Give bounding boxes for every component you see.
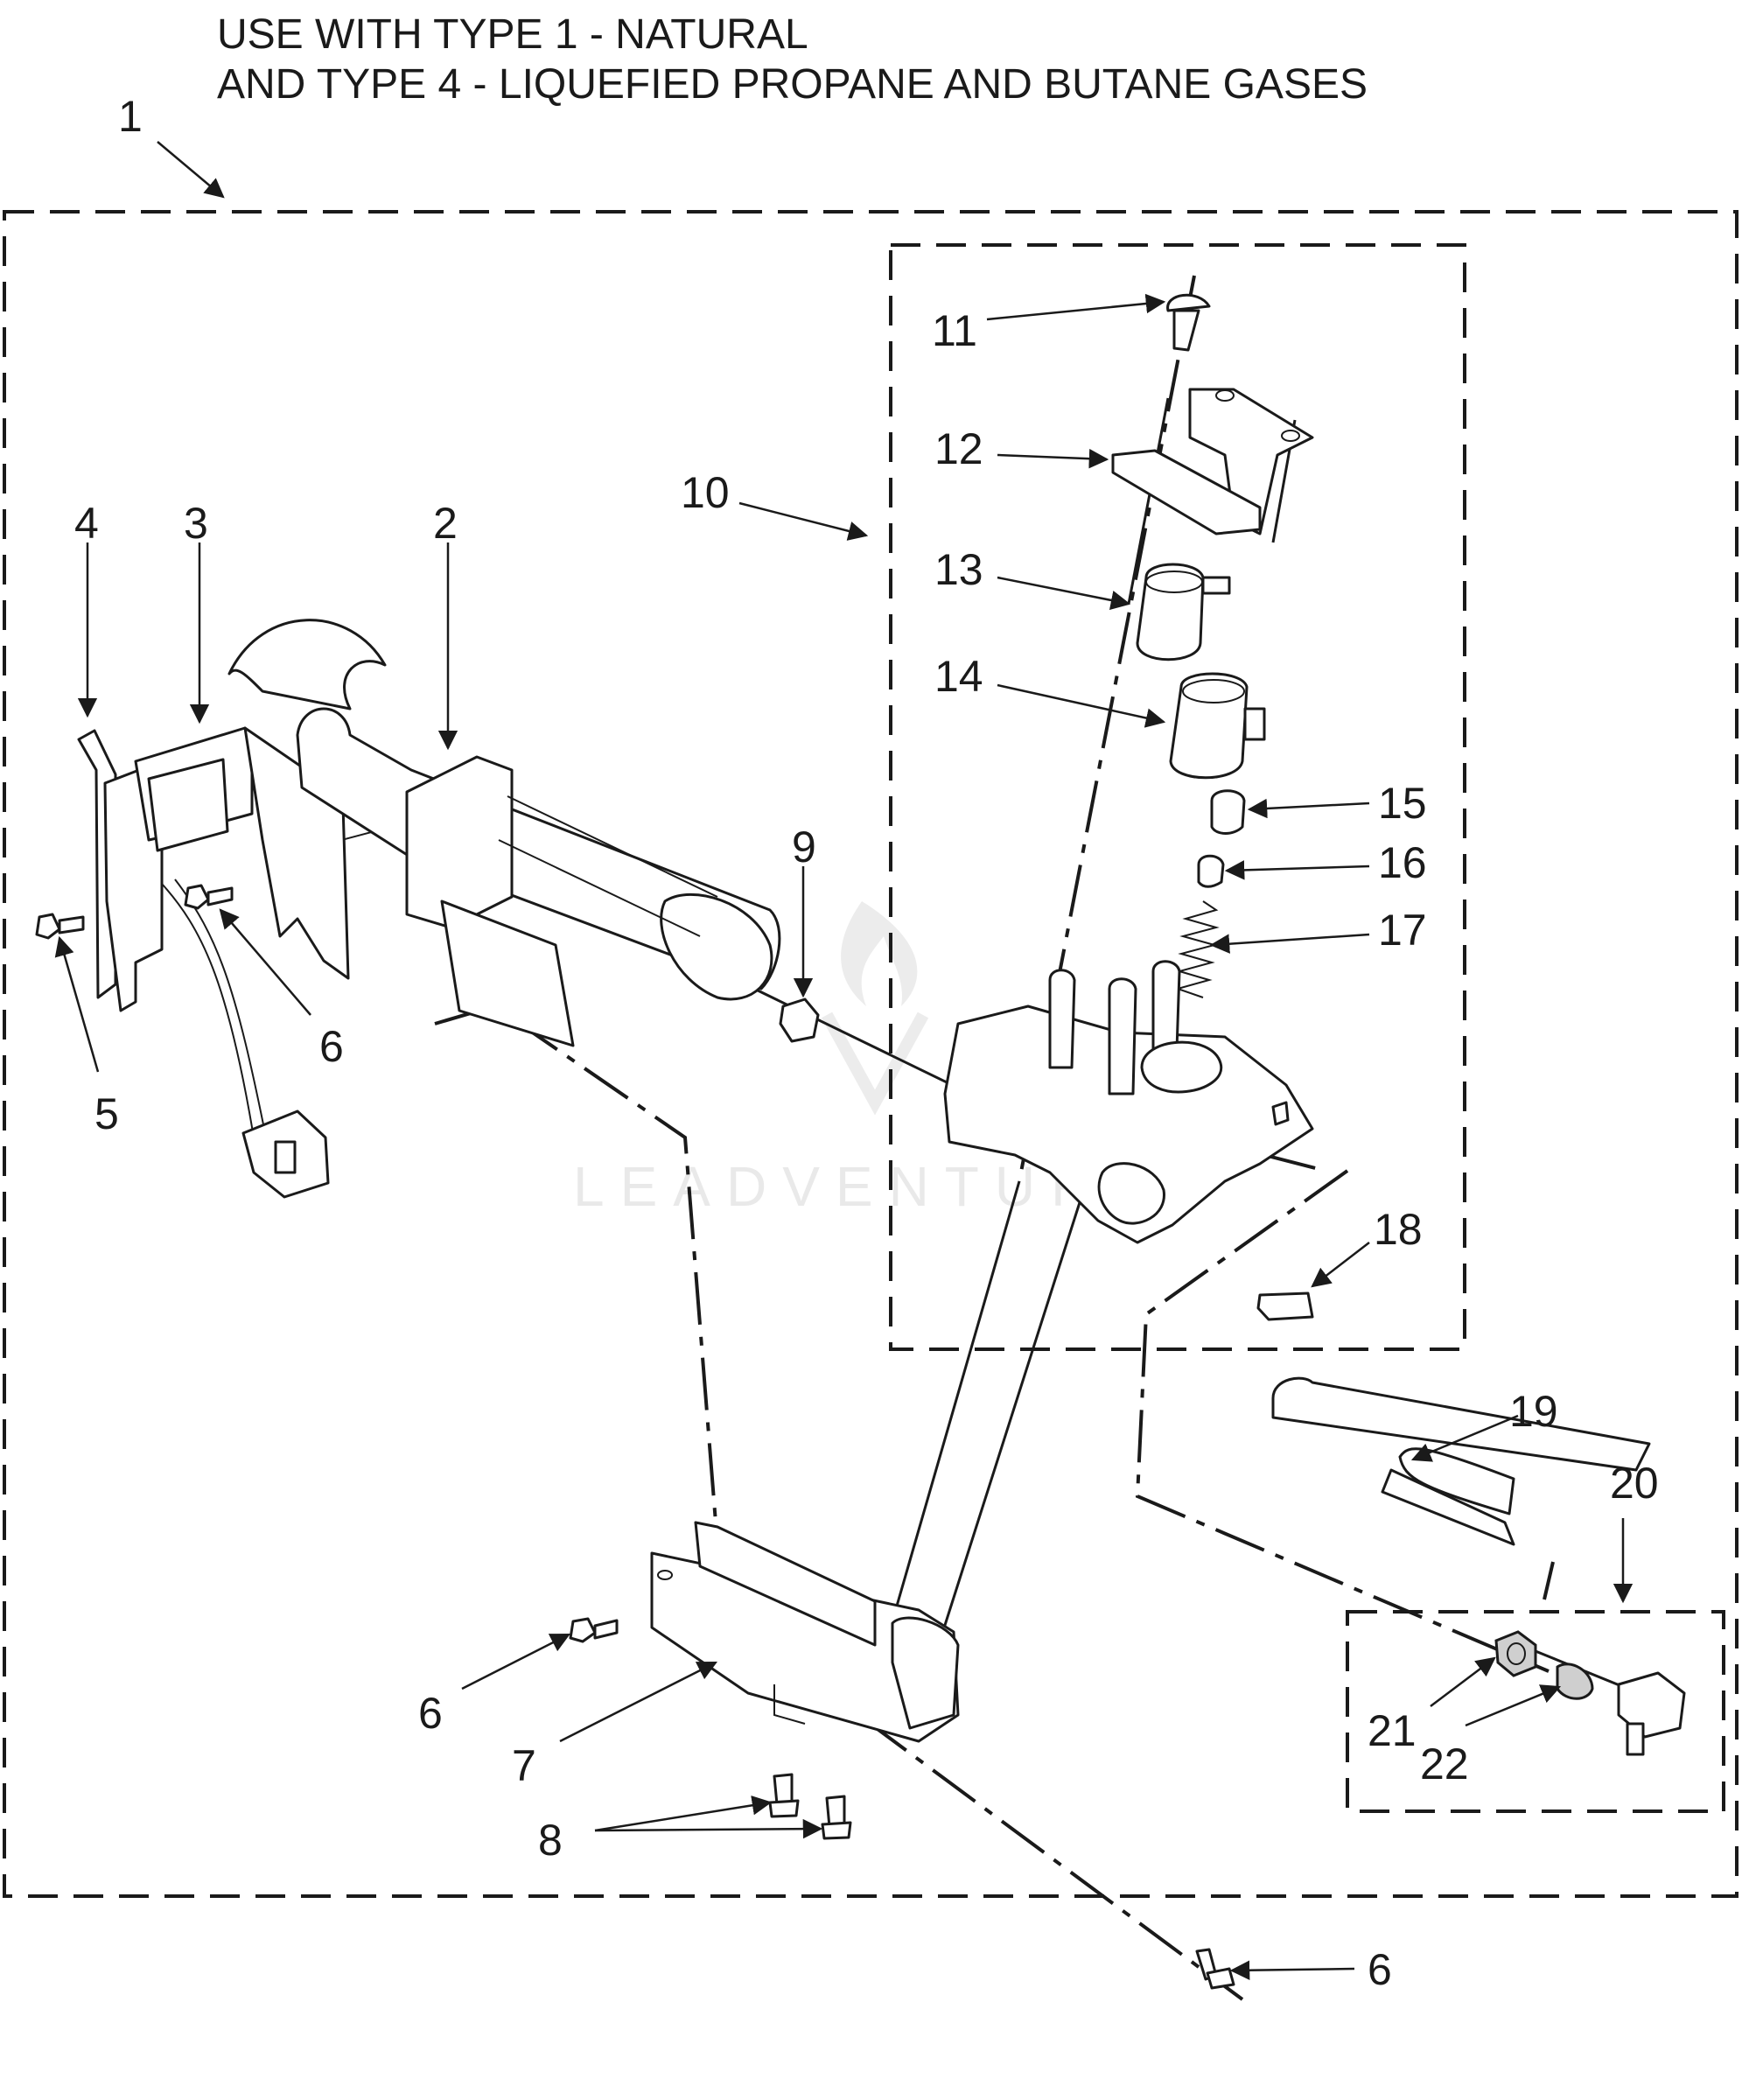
assembly-boundary-box: [3, 210, 1739, 1898]
title-line-2: AND TYPE 4 - LIQUEFIED PROPANE AND BUTAN…: [217, 61, 1368, 108]
valve-seat-part-16: [1197, 854, 1225, 888]
callout-8: 8: [538, 1816, 563, 1865]
callout-5: 5: [94, 1089, 119, 1138]
screw-part-11: [1166, 293, 1211, 352]
callout-20: 20: [1610, 1459, 1659, 1508]
flare-nut-part-21: [1494, 1630, 1537, 1677]
solenoid-coil-part-13: [1136, 563, 1231, 662]
coil-bracket-part-12: [1111, 388, 1314, 536]
callout-22: 22: [1420, 1740, 1469, 1788]
gas-valve-part-10: [943, 960, 1314, 1244]
callout-13: 13: [934, 545, 983, 594]
callout-9: 9: [792, 822, 816, 872]
screw-part-8-right: [821, 1795, 852, 1840]
callout-16: 16: [1378, 838, 1427, 887]
shutoff-valve-part-20: [1617, 1671, 1686, 1756]
burner-bracket-part-7: [650, 1521, 960, 1743]
screw-part-6-upper: [184, 884, 234, 910]
callout-18: 18: [1374, 1205, 1423, 1254]
callout-14: 14: [934, 652, 983, 701]
screw-part-6-middle: [569, 1617, 619, 1643]
gas-hose-part-19: [1271, 1376, 1651, 1546]
callout-1: 1: [118, 92, 143, 141]
callout-6-upper: 6: [319, 1022, 344, 1071]
callout-11: 11: [932, 306, 977, 355]
leader-lines: [54, 141, 1634, 1980]
solenoid-coil-part-14: [1169, 672, 1266, 780]
fitting-part-22: [1556, 1662, 1594, 1700]
callout-12: 12: [934, 424, 983, 473]
callout-15: 15: [1378, 779, 1427, 828]
callout-21: 21: [1368, 1706, 1417, 1755]
orifice-part-9: [779, 998, 820, 1043]
screw-part-8-left: [768, 1773, 800, 1818]
spring-part-17: [1174, 900, 1220, 998]
callout-6-middle: 6: [418, 1689, 443, 1738]
callout-2: 2: [433, 499, 458, 548]
valve-kit-box: [1346, 1610, 1725, 1813]
igniter-bracket-part-3: [134, 726, 350, 1199]
title-line-1: USE WITH TYPE 1 - NATURAL: [217, 11, 808, 58]
callout-7: 7: [512, 1741, 536, 1790]
plunger-part-15: [1210, 789, 1246, 835]
callout-17: 17: [1378, 906, 1427, 955]
screw-part-6-lower: [1195, 1948, 1235, 1990]
callout-4: 4: [74, 499, 99, 548]
callout-10: 10: [681, 468, 730, 517]
burner-tube-part-2: [227, 619, 781, 1047]
callout-labels: 1 2 3 4 5 6 7 6 8 9 10 11 12 13 14 15 16…: [74, 92, 1659, 1994]
callout-19: 19: [1509, 1387, 1558, 1436]
inlet-plug-part-18: [1256, 1292, 1314, 1321]
screw-part-5: [35, 913, 85, 940]
callout-3: 3: [184, 499, 208, 548]
callout-6-lower: 6: [1368, 1945, 1392, 1994]
valve-assembly-box: [889, 243, 1466, 1351]
